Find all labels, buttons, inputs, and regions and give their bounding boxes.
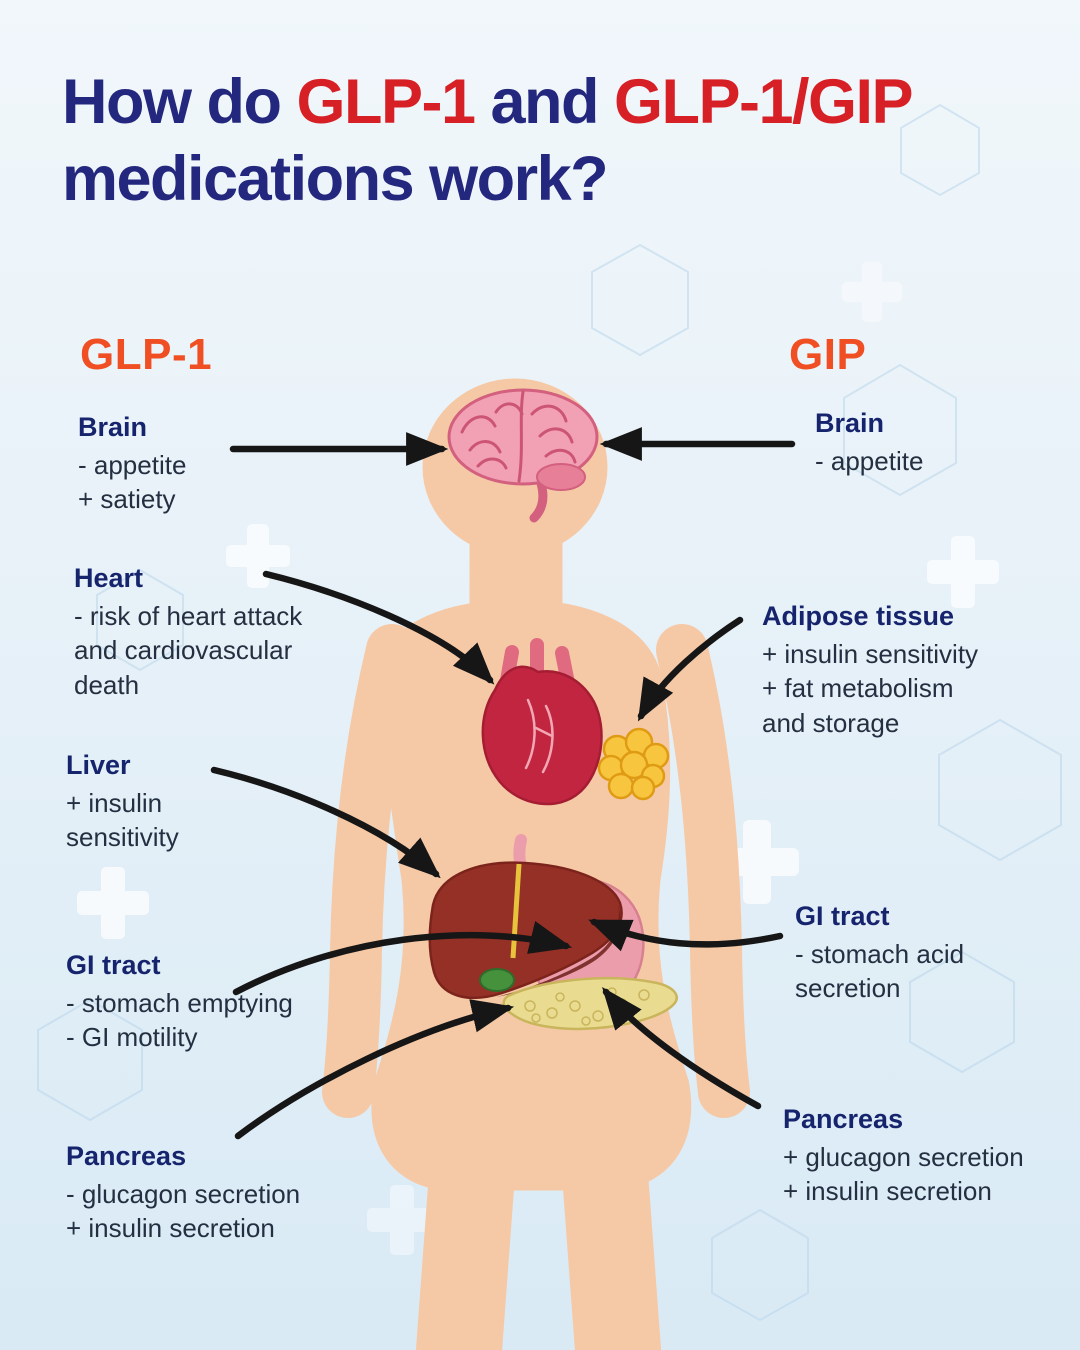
arrow-glp1-gi [232,921,573,996]
annotation-body: + insulin sensitivity + fat metabolism a… [762,639,979,738]
annotation-gip-adipose-tissue: Adipose tissue + insulin sensitivity + f… [762,601,1080,740]
annotation-gip-brain: Brain - appetite [815,408,1080,478]
hexagon-decoration [96,568,184,672]
left-arm-shape [322,624,418,1118]
title-glp1-highlight: GLP-1 [296,67,476,137]
annotation-arrows [210,427,796,1140]
annotation-body: - appetite [815,446,924,476]
annotation-title: Heart [74,563,144,593]
annotation-title: GI tract [66,950,161,980]
right-arm-shape [656,624,750,1118]
arrow-glp1-liver [210,766,441,879]
hexagon-decoration [900,103,980,197]
annotation-title: Liver [66,750,131,780]
left-leg-shape [416,1117,516,1350]
hexagon-decoration [711,1208,809,1322]
arrow-gip-pancreas [602,987,762,1110]
annotation-glp1-liver: Liver + insulin sensitivity [66,750,426,855]
annotation-title: Pancreas [66,1141,187,1171]
neck-shape [469,519,563,613]
annotation-gip-pancreas: Pancreas + glucagon secretion + insulin … [783,1104,1080,1209]
cross-decoration [927,536,999,608]
glp1-column-header: GLP-1 [80,330,213,379]
hexagon-decoration [938,718,1062,862]
annotation-glp1-pancreas: Pancreas - glucagon secretion + insulin … [66,1141,426,1246]
gip-column-header: GIP [789,330,867,379]
annotation-body: - stomach acid secretion [795,939,965,1004]
title-line2: medications work? [62,143,609,214]
cross-decoration [77,867,149,939]
annotation-glp1-brain: Brain - appetite + satiety [78,412,438,517]
liver-ligament [510,863,522,959]
heart-icon [481,638,603,806]
title-text: How do [62,67,297,137]
annotation-gip-gi-tract: GI tract - stomach acid secretion [795,901,1080,1006]
liver-shading [496,905,621,997]
annotation-glp1-heart: Heart - risk of heart attack and cardiov… [74,563,434,702]
annotation-title: Brain [78,412,148,442]
annotation-body: - risk of heart attack and cardiovascula… [74,601,303,700]
brain-icon [447,388,599,523]
annotation-title: Pancreas [783,1104,904,1134]
cross-decoration [367,1185,437,1255]
annotation-title: Brain [815,408,885,438]
annotation-title: Adipose tissue [762,601,955,631]
title-glp1-gip-highlight: GLP-1/GIP [614,67,914,137]
arrow-glp1-pancreas [234,999,515,1140]
annotation-title: GI tract [795,901,890,931]
heart-vein [524,698,536,770]
liver-icon [428,861,623,1000]
hexagon-decoration [37,998,143,1122]
arrow-glp1-heart [262,570,495,685]
hexagon-decoration [843,363,957,497]
annotation-body: + glucagon secretion + insulin secretion [783,1142,1024,1207]
heart-vein [541,704,554,774]
title-text: and [474,67,615,137]
heart-vein [534,726,554,738]
hexagon-decoration [591,243,689,357]
arrow-gip-gi [588,918,784,952]
cross-decoration [842,262,902,322]
annotation-body: - appetite + satiety [78,450,187,515]
annotation-body: - glucagon secretion + insulin secretion [66,1179,301,1244]
annotation-body: + insulin sensitivity [66,788,179,853]
annotation-glp1-gi-tract: GI tract - stomach emptying - GI motilit… [66,950,426,1055]
arrow-gip-adipose [637,616,744,722]
hexagon-decoration [909,950,1015,1074]
gallbladder-icon [479,968,515,992]
annotation-body: - stomach emptying - GI motility [66,988,293,1053]
cerebellum [536,463,586,491]
right-leg-shape [561,1117,661,1350]
adipose-tissue-icon [597,727,670,801]
